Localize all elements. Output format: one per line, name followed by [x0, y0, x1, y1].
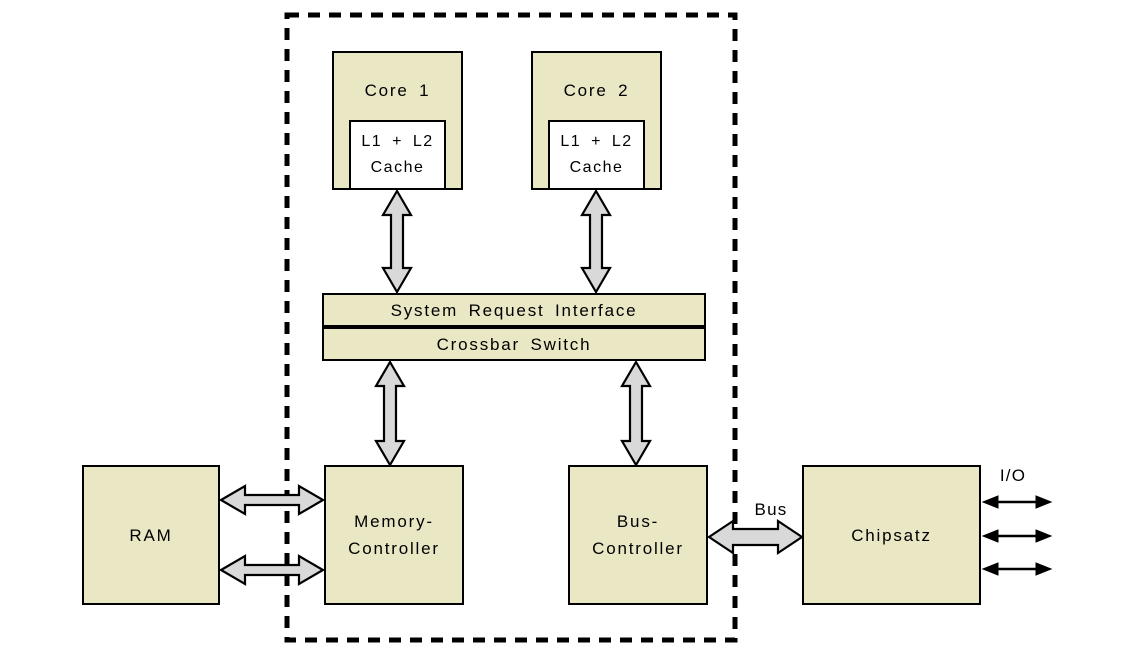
- chipset-box: Chipsatz: [802, 465, 981, 605]
- system-request-interface-box: System Request Interface: [322, 293, 706, 327]
- core1-cache-line1: L1 + L2: [361, 133, 434, 150]
- crossbar-busctrl-bidirectional-arrow: [620, 359, 652, 468]
- io-arrow-2: [981, 529, 1053, 543]
- crossbar-switch-box: Crossbar Switch: [322, 327, 706, 361]
- ram-memctrl-lower-bidirectional-arrow: [218, 554, 326, 586]
- core1-sri-bidirectional-arrow: [381, 188, 413, 295]
- memory-controller-line2: Controller: [348, 539, 440, 558]
- io-arrows: [981, 495, 1053, 576]
- core1-cache-line2: Cache: [370, 159, 425, 176]
- memory-controller-line1: Memory-: [354, 512, 434, 531]
- bus-controller-box: Bus- Controller: [568, 465, 708, 605]
- ram-label: RAM: [129, 525, 173, 545]
- bus-controller-line1: Bus-: [616, 512, 660, 531]
- memory-controller-box: Memory- Controller: [324, 465, 464, 605]
- io-label: I/O: [999, 466, 1027, 485]
- core2-label: Core 2: [563, 81, 630, 100]
- core2-cache-line2: Cache: [569, 159, 624, 176]
- core1-label: Core 1: [364, 81, 431, 100]
- chipset-label: Chipsatz: [851, 525, 932, 545]
- bus-label: Bus: [754, 500, 788, 519]
- system-request-interface-label: System Request Interface: [390, 300, 638, 320]
- bus-controller-line2: Controller: [592, 539, 684, 558]
- ram-memctrl-upper-bidirectional-arrow: [218, 484, 326, 516]
- crossbar-switch-label: Crossbar Switch: [436, 334, 592, 354]
- cpu-die-boundary: [284, 12, 738, 643]
- core2-sri-bidirectional-arrow: [580, 188, 612, 295]
- io-arrow-1: [981, 495, 1053, 509]
- core2-cache-box: L1 + L2 Cache: [548, 120, 645, 190]
- core1-cache-box: L1 + L2 Cache: [349, 120, 446, 190]
- core2-cache-line1: L1 + L2: [560, 133, 633, 150]
- bus-bidirectional-arrow: [707, 518, 804, 556]
- ram-box: RAM: [82, 465, 220, 605]
- crossbar-memctrl-bidirectional-arrow: [374, 359, 406, 468]
- io-arrow-3: [981, 562, 1053, 576]
